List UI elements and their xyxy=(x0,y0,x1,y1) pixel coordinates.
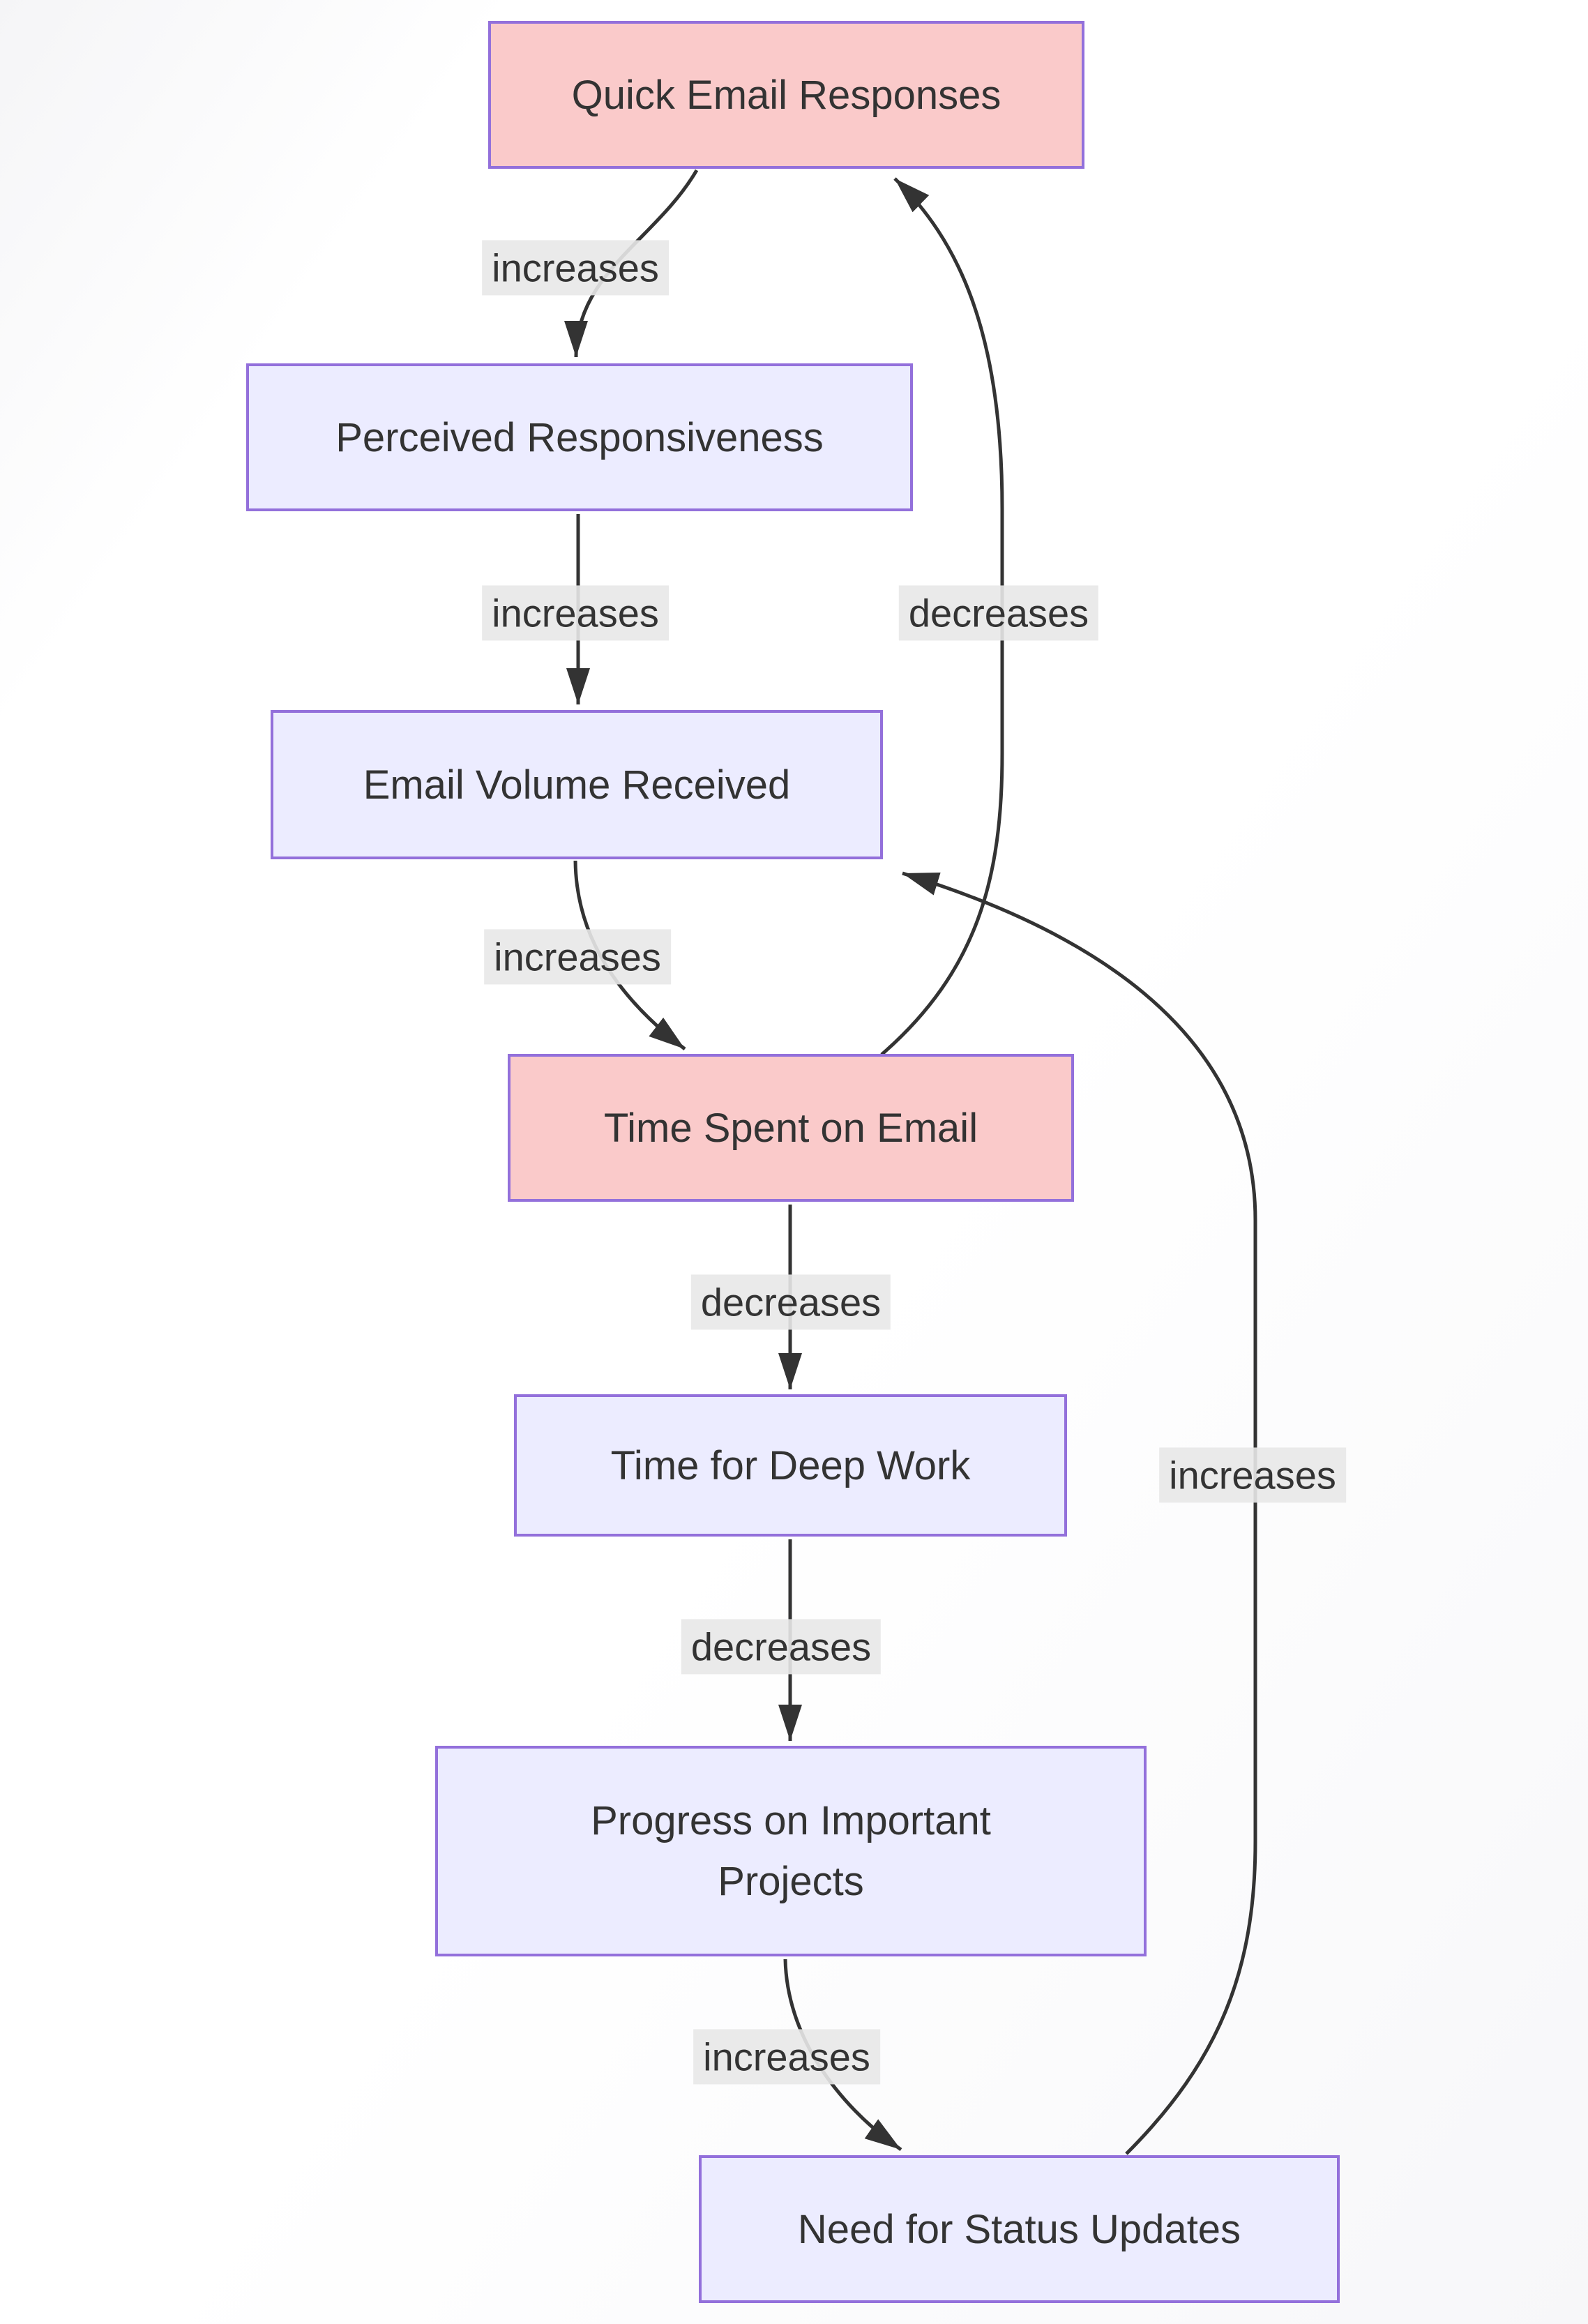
node-label: Perceived Responsiveness xyxy=(335,414,824,460)
edge-label-increases-3: increases xyxy=(484,929,671,985)
node-label: Time Spent on Email xyxy=(603,1105,978,1151)
node-label: Need for Status Updates xyxy=(797,2206,1241,2252)
node-label: Quick Email Responses xyxy=(571,72,1001,118)
node-label: Progress on Important Projects xyxy=(591,1798,991,1904)
node-quick-email-responses: Quick Email Responses xyxy=(488,21,1084,169)
edge-label-decreases-1: decreases xyxy=(898,585,1099,641)
edge-label-decreases-3: decreases xyxy=(681,1619,882,1675)
node-time-spent-on-email: Time Spent on Email xyxy=(508,1054,1074,1202)
node-label: Email Volume Received xyxy=(363,762,791,808)
node-progress-on-important-projects: Progress on Important Projects xyxy=(435,1746,1147,1956)
node-email-volume-received: Email Volume Received xyxy=(271,710,883,859)
node-label: Time for Deep Work xyxy=(610,1442,971,1488)
node-time-for-deep-work: Time for Deep Work xyxy=(514,1394,1067,1537)
node-perceived-responsiveness: Perceived Responsiveness xyxy=(246,363,913,511)
edge-status-updates-to-email-volume xyxy=(902,871,1257,2155)
edge-label-increases-4: increases xyxy=(693,2029,880,2085)
edge-label-increases-5: increases xyxy=(1159,1447,1346,1503)
node-need-for-status-updates: Need for Status Updates xyxy=(699,2155,1340,2303)
edge-label-increases-2: increases xyxy=(482,585,669,641)
edge-label-increases-1: increases xyxy=(482,240,669,296)
edge-label-decreases-2: decreases xyxy=(690,1274,891,1330)
